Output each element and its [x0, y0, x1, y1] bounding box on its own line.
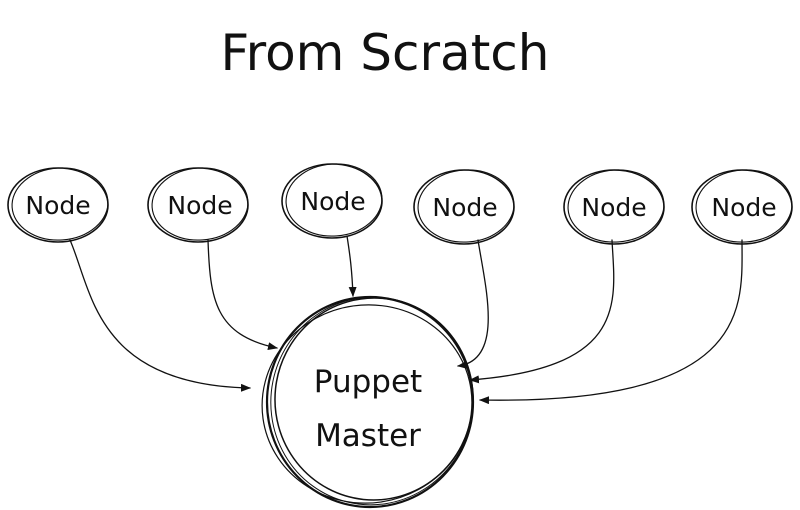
- node-6: Node: [691, 169, 793, 245]
- node-label: Node: [432, 193, 497, 222]
- connectors: [69, 235, 743, 405]
- node-5: Node: [563, 169, 665, 245]
- diagram-title: From Scratch: [221, 24, 550, 82]
- puppet-master: Puppet Master: [261, 295, 475, 509]
- connector-node-5: [469, 239, 615, 384]
- node-label: Node: [581, 193, 646, 222]
- connector-node-2: [207, 239, 278, 351]
- node-4: Node: [413, 169, 515, 245]
- master-label-line2: Master: [315, 418, 421, 454]
- node-2: Node: [147, 167, 249, 243]
- connector-node-4: [457, 239, 489, 369]
- node-label: Node: [167, 191, 232, 220]
- master-label-line1: Puppet: [314, 364, 422, 400]
- node-3: Node: [281, 163, 383, 239]
- connector-node-6: [479, 239, 743, 405]
- node-label: Node: [25, 191, 90, 220]
- connector-node-1: [69, 239, 251, 392]
- node-1: Node: [7, 167, 109, 243]
- node-label: Node: [711, 193, 776, 222]
- connector-node-3: [346, 235, 357, 297]
- node-label: Node: [300, 187, 365, 216]
